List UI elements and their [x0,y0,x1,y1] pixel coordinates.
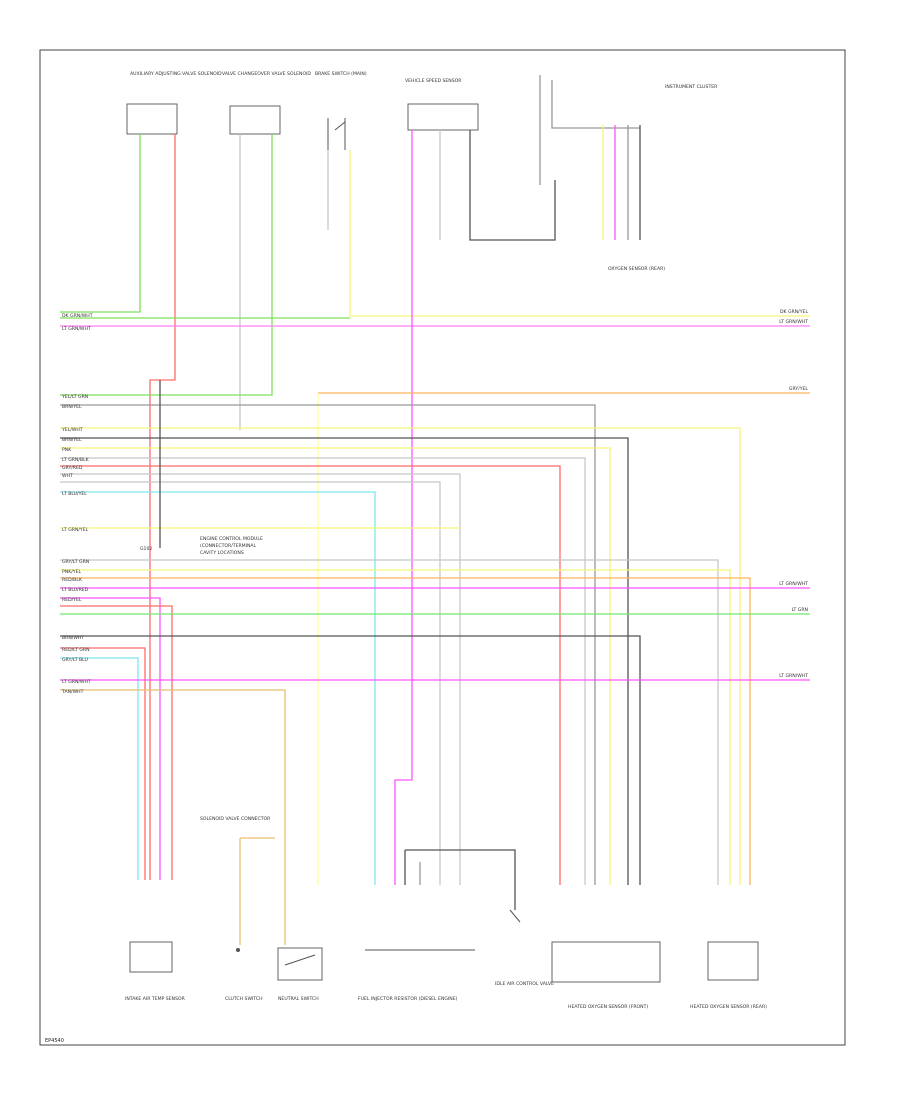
component-label: INTAKE AIR TEMP SENSOR [125,996,186,1002]
component-label: INSTRUMENT CLUSTER [665,84,718,90]
component-label: CLUTCH SWITCH [225,996,263,1002]
component-label: AUXILIARY ADJUSTING VALVE SOLENOID [130,71,222,77]
wire [60,559,719,885]
wire-labels-right: DK GRN/YEL LT GRN/WHT GRY/YEL LT GRN/WHT… [779,309,808,679]
wire-label: LT GRN [792,607,808,613]
wire [469,130,556,241]
wire [60,447,611,885]
wire [60,437,629,885]
wire-labels-left: DK GRN/WHT LT GRN/WHT YEL/LT GRN BRN/YEL… [61,313,93,695]
wire [349,150,810,317]
wire [394,130,413,885]
component-box [551,941,661,983]
component-box [129,941,173,973]
wire [60,491,376,885]
wire-label: GRY/LT GRN [62,559,89,565]
wire [60,689,286,945]
wire-label: LT BLU/RED [62,587,89,593]
wire-label: PNK [62,447,72,453]
wire-label: LT BLU/YEL [62,491,87,497]
wire-label: YEL/LT GRN [61,394,88,400]
component-label: FUEL INJECTOR RESISTOR (DIESEL ENGINE) [358,996,458,1002]
wire [60,427,741,885]
wire [60,457,586,885]
component-box [707,941,759,981]
component-box [407,103,479,131]
component-label: SOLENOID VALVE CONNECTOR [200,816,271,822]
wire-label: BRN/YEL [62,437,82,443]
wire-label: RED/YEL [62,597,82,603]
wire [60,481,441,885]
note-text: (CONNECTOR/TERMINAL [200,543,257,549]
wire [60,597,161,880]
wire-label: LT GRN/WHT [62,326,91,332]
component-label: IDLE AIR CONTROL VALVE [495,981,554,987]
wire-label: GRY/LT BLU [62,657,88,663]
note-text: ENGINE CONTROL MODULE [200,536,263,542]
wire [60,473,461,885]
wire-label: BRN/YEL [62,404,82,410]
component-label: HEATED OXYGEN SENSOR (REAR) [690,1004,767,1010]
wire [60,657,139,880]
wire-label: GRY/YEL [789,386,809,392]
component-box [277,947,323,981]
note-text: G102 [140,546,152,552]
wire [60,465,561,885]
wire-label: DK GRN/WHT [62,313,93,319]
wire-label: LT GRN/BLK [62,457,90,463]
component-box [229,105,281,135]
top-components [126,75,640,185]
switch-symbol [327,118,346,150]
component-label: VEHICLE SPEED SENSOR [405,78,462,84]
component-label: NEUTRAL SWITCH [278,996,319,1002]
wire [60,605,173,880]
wire-label: RED/BLK [62,577,83,583]
component-box [126,103,178,135]
switch-symbol [236,948,240,952]
wire [60,134,273,396]
wire [405,849,516,910]
wire-label: BRN/WHT [62,635,84,641]
component-label: OXYGEN SENSOR (REAR) [608,266,665,272]
wire-label: LT GRN/WHT [779,581,808,587]
top-labels: AUXILIARY ADJUSTING VALVE SOLENOID VALVE… [130,71,718,272]
component-label: BRAKE SWITCH (MAIN) [315,71,367,77]
wires [60,125,810,945]
wire [60,134,141,313]
diagram-frame [39,49,846,1046]
wire [60,577,751,885]
wire-label: LT GRN/YEL [62,527,89,533]
page-id: EP4540 [45,1038,64,1044]
wire-label: DK GRN/YEL [780,309,808,315]
ecm-note: ENGINE CONTROL MODULE (CONNECTOR/TERMINA… [140,536,263,556]
wire-label: LT GRN/WHT [779,673,808,679]
wire-label: PNK/YEL [62,569,81,575]
wire-label: GRY/RED [62,465,83,471]
note-text: CAVITY LOCATIONS [200,550,244,556]
wire [60,647,146,880]
wire [60,635,641,885]
bottom-labels: INTAKE AIR TEMP SENSOR CLUTCH SWITCH NEU… [125,816,767,1010]
wire-label: LT GRN/WHT [62,679,91,685]
bottom-components [129,909,759,983]
wire [60,569,731,885]
wire-label: RED/LT GRN [62,647,90,653]
wire-label: LT GRN/WHT [779,319,808,325]
wire-label: YEL/WHT [61,427,83,433]
component-label: HEATED OXYGEN SENSOR (FRONT) [568,1004,648,1010]
component-label: VALVE CHANGEOVER VALVE SOLENOID [222,71,311,77]
wire [60,404,596,885]
wire-label: TAN/WHT [61,689,84,695]
wire-label: WHT [62,473,73,479]
wire [149,134,176,880]
